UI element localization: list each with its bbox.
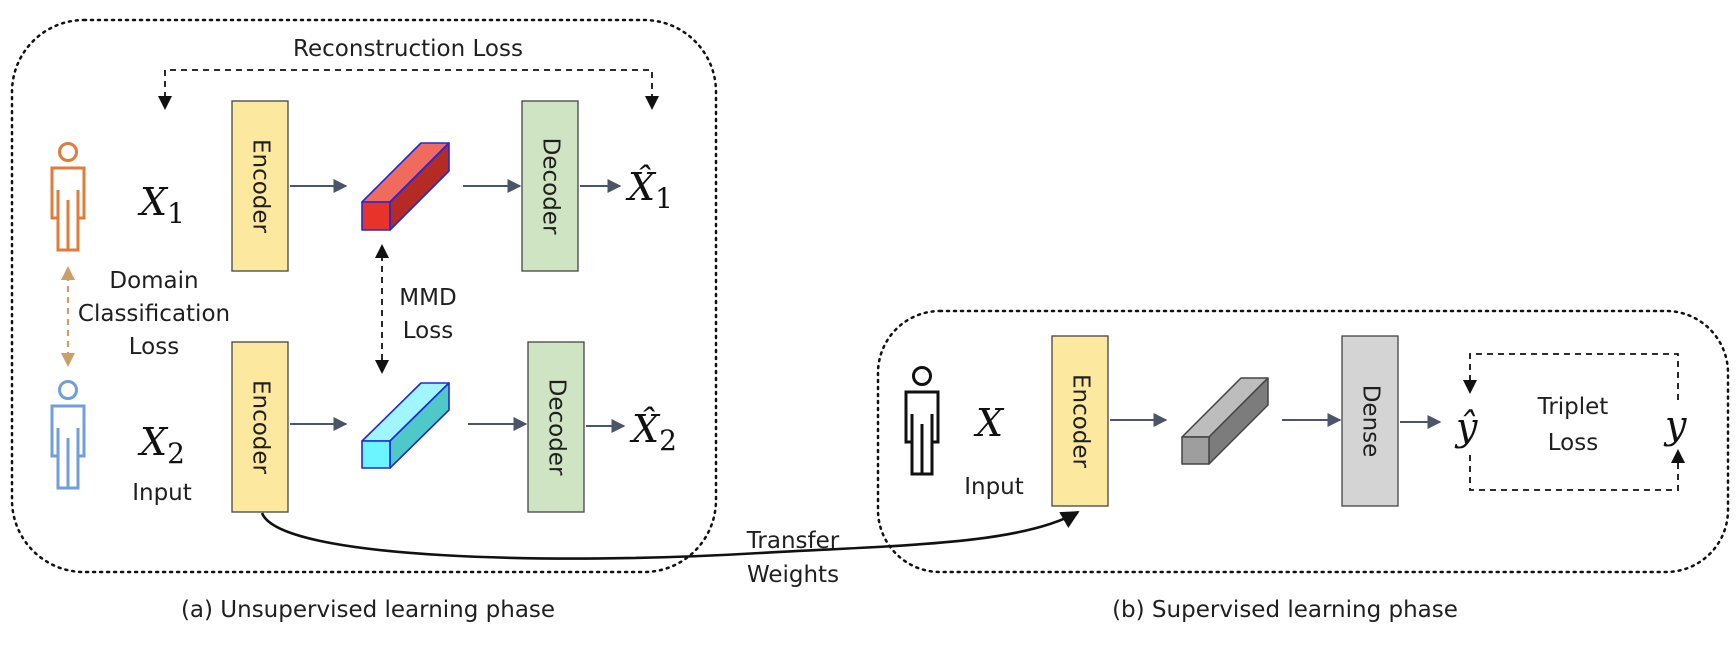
reconstruction-loss-label: Reconstruction Loss (293, 36, 523, 62)
x-label: X (973, 401, 1005, 445)
mmd-loss-line2: Loss (403, 318, 453, 344)
encoder-top-label: Encoder (248, 139, 274, 234)
input-label-unsupervised: Input (132, 480, 192, 506)
input-label-supervised: Input (964, 474, 1024, 500)
domain-loss-line3: Loss (129, 334, 179, 360)
decoder-top-label: Decoder (538, 138, 564, 235)
latent-cyan-block (361, 382, 450, 469)
person-orange-icon (50, 142, 86, 252)
triplet-loss-line2: Loss (1548, 430, 1598, 456)
latent-gray-block (1181, 377, 1269, 465)
unsupervised-panel-border (10, 18, 718, 574)
encoder-supervised-block (1051, 335, 1109, 507)
transfer-weights-line1: Transfer (746, 528, 840, 554)
dense-label: Dense (1358, 385, 1384, 458)
x1-hat-label: X̂1 (625, 165, 673, 215)
dense-block (1341, 335, 1399, 507)
transfer-weights-line2: Weights (747, 562, 839, 588)
y-label: y (1663, 403, 1687, 447)
domain-loss-line2: Classification (78, 301, 230, 327)
unsupervised-caption: (a) Unsupervised learning phase (181, 597, 555, 623)
decoder-bottom-label: Decoder (544, 379, 570, 476)
x1-label: X1 (137, 180, 185, 230)
transfer-weights-arrow (260, 510, 1080, 560)
y-hat-label: ŷ (1454, 405, 1478, 449)
supervised-caption: (b) Supervised learning phase (1112, 597, 1458, 623)
encoder-bottom-label: Encoder (248, 380, 274, 475)
encoder-bottom-block (231, 341, 289, 513)
triplet-loss-loop (1469, 353, 1679, 400)
decoder-top-block (521, 100, 579, 272)
mmd-loss-line1: MMD (399, 285, 456, 311)
encoder-supervised-label: Encoder (1068, 374, 1094, 469)
supervised-panel-border (876, 309, 1730, 574)
triplet-loss-line1: Triplet (1537, 394, 1609, 420)
domain-loss-line1: Domain (109, 268, 198, 294)
reconstruction-loss-arrow (164, 69, 653, 98)
latent-red-block (361, 142, 450, 231)
person-black-icon (904, 366, 940, 476)
encoder-top-block (231, 100, 289, 272)
x2-hat-label: X̂2 (629, 407, 677, 457)
decoder-bottom-block (527, 341, 585, 513)
person-blue-icon (50, 380, 86, 490)
x2-label: X2 (137, 420, 185, 470)
